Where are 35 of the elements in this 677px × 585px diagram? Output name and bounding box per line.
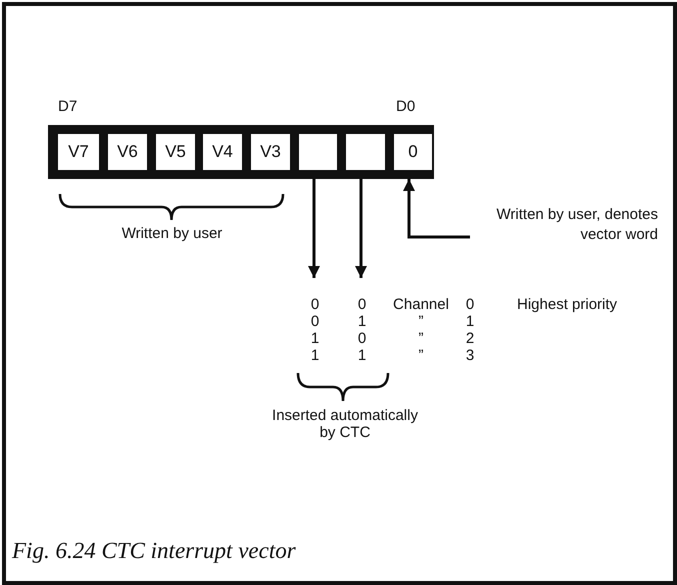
table-cell-text: 0 xyxy=(464,296,476,313)
table-cell-text: 0 xyxy=(356,296,368,313)
table-cell-text: 1 xyxy=(464,313,476,330)
table-cell-text: 0 xyxy=(310,313,320,330)
bit-cell: V7 xyxy=(56,132,101,172)
table-cell-text: 1 xyxy=(356,347,368,364)
table-cell-text: 0 xyxy=(356,330,368,347)
table-cell-text: 1 xyxy=(356,313,368,330)
bit-cell: 0 xyxy=(392,132,434,172)
annotation-text: Written by user, denotes vector word xyxy=(480,205,658,245)
arrow xyxy=(308,179,320,278)
table-cell-text: Channel xyxy=(392,296,450,313)
empty-bit-cell xyxy=(344,132,387,172)
bit-cell: V6 xyxy=(106,132,149,172)
table-cell-text: 0 xyxy=(310,296,320,313)
table-cell-text: 1 xyxy=(310,330,320,347)
table-cell-text: 1 xyxy=(310,347,320,364)
table-cell: Highest priority xyxy=(517,296,618,313)
table-cell-text: ” xyxy=(418,330,424,347)
figure-caption: Fig. 6.24 CTC interrupt vector xyxy=(12,538,296,564)
bit-cell: V4 xyxy=(201,132,244,172)
register-bar xyxy=(48,125,434,179)
bit-label: D0 xyxy=(396,98,416,115)
bit-cell: V5 xyxy=(154,132,197,172)
brace-label: Written by user xyxy=(120,225,224,242)
arrow xyxy=(403,179,470,238)
brace-label: Inserted automatically by CTC xyxy=(271,407,419,441)
table-cell-text: ” xyxy=(418,313,424,330)
table-cell-text: ” xyxy=(418,347,424,364)
table-cell-text: 2 xyxy=(464,330,476,347)
arrow xyxy=(355,179,367,278)
empty-bit-cell xyxy=(297,132,339,172)
table-cell-text: 3 xyxy=(464,347,476,364)
bit-label: D7 xyxy=(58,98,78,115)
bit-cell: V3 xyxy=(249,132,292,172)
